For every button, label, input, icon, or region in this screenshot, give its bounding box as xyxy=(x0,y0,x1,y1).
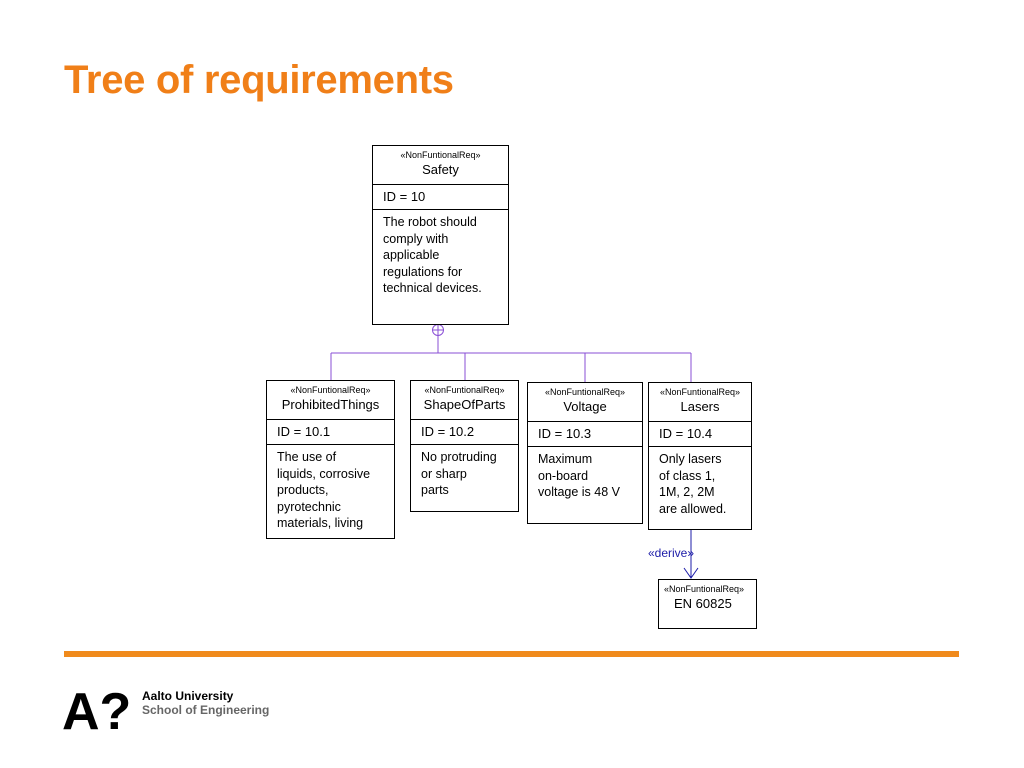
aalto-logo-mark: A? xyxy=(62,688,131,732)
requirement-name: Lasers xyxy=(680,399,720,414)
requirement-name: Voltage xyxy=(563,399,607,414)
requirement-name: ShapeOfParts xyxy=(423,397,506,412)
school-name: School of Engineering xyxy=(142,703,270,717)
requirement-id: ID = 10 xyxy=(373,185,508,210)
stereotype-label: «NonFuntionalReq» xyxy=(290,385,371,395)
derive-arrowhead xyxy=(683,567,699,579)
requirement-text: Only lasers of class 1, 1M, 2, 2M are al… xyxy=(659,452,727,516)
requirement-prohibited-things[interactable]: «NonFuntionalReq» ProhibitedThings ID = … xyxy=(266,380,395,539)
stereotype-label: «NonFuntionalReq» xyxy=(664,584,745,594)
requirement-lasers-header: «NonFuntionalReq» Lasers xyxy=(649,383,751,422)
requirement-name: ProhibitedThings xyxy=(281,397,380,412)
requirement-shape-of-parts-header: «NonFuntionalReq» ShapeOfParts xyxy=(411,381,518,420)
requirement-text: The use of liquids, corrosive products, … xyxy=(277,450,371,530)
requirement-text: No protruding or sharp parts xyxy=(421,450,497,497)
footer-rule xyxy=(64,651,959,657)
requirement-lasers[interactable]: «NonFuntionalReq» Lasers ID = 10.4 Only … xyxy=(648,382,752,530)
stereotype-label: «NonFuntionalReq» xyxy=(544,387,626,397)
containment-connector xyxy=(330,324,692,382)
requirement-name: Safety xyxy=(422,162,459,177)
requirement-voltage[interactable]: «NonFuntionalReq» Voltage ID = 10.3 Maxi… xyxy=(527,382,643,524)
aalto-logo: A? xyxy=(62,688,131,732)
stereotype-label: «NonFuntionalReq» xyxy=(424,385,505,395)
requirement-name: EN 60825 xyxy=(674,596,732,611)
requirement-id: ID = 10.1 xyxy=(267,420,394,445)
requirement-text: The robot should comply with applicable … xyxy=(383,215,482,295)
requirement-id: ID = 10.4 xyxy=(649,422,751,447)
derive-dependency xyxy=(683,530,699,579)
stereotype-label: «NonFuntionalReq» xyxy=(400,150,481,160)
requirement-id: ID = 10.2 xyxy=(411,420,518,445)
requirement-safety-header: «NonFuntionalReq» Safety xyxy=(373,146,508,185)
requirement-en-60825[interactable]: «NonFuntionalReq» EN 60825 xyxy=(658,579,757,629)
slide-title: Tree of requirements xyxy=(64,58,454,102)
stereotype-label: «NonFuntionalReq» xyxy=(659,387,741,397)
university-name: Aalto University xyxy=(142,689,234,703)
requirement-id: ID = 10.3 xyxy=(528,422,642,447)
requirement-voltage-header: «NonFuntionalReq» Voltage xyxy=(528,383,642,422)
requirement-shape-of-parts[interactable]: «NonFuntionalReq» ShapeOfParts ID = 10.2… xyxy=(410,380,519,512)
requirement-prohibited-things-header: «NonFuntionalReq» ProhibitedThings xyxy=(267,381,394,420)
requirement-safety[interactable]: «NonFuntionalReq» Safety ID = 10 The rob… xyxy=(372,145,509,325)
derive-label: «derive» xyxy=(648,546,695,560)
requirement-text: Maximum on-board voltage is 48 V xyxy=(538,452,620,499)
requirement-en-60825-header: «NonFuntionalReq» EN 60825 xyxy=(659,580,756,618)
